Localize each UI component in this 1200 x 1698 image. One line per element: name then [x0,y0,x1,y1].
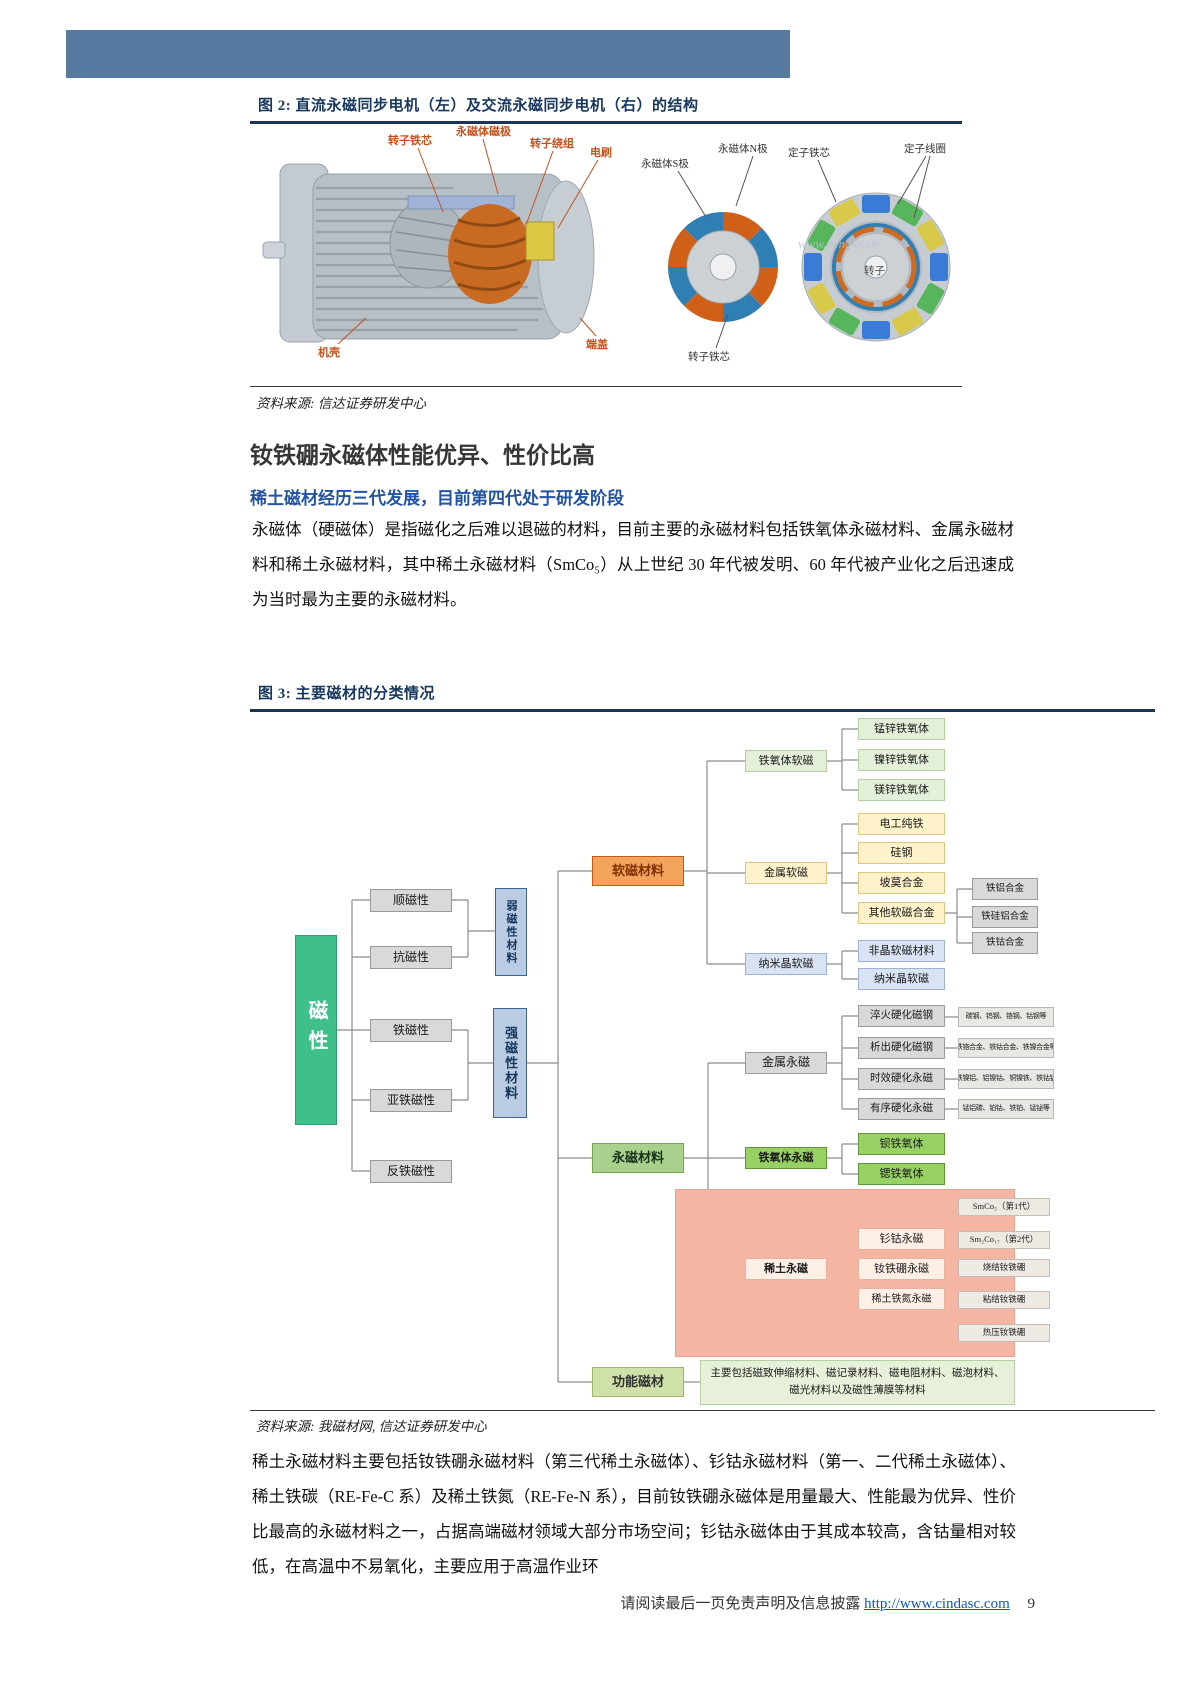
node-smco5-gen1: SmCo₅（第1代） [958,1198,1050,1216]
node-strontium-ferrite: 锶铁氧体 [858,1163,945,1185]
brush-shape [525,221,555,261]
node-magnetism-root: 磁性 [295,935,337,1125]
node-fe-al-alloy: 铁铝合金 [972,878,1038,900]
figure3-source: 资料来源: 我磁材网, 信达证券研发中心 [256,1419,487,1434]
node-quench-hardened-steel: 淬火硬化磁钢 [858,1005,945,1027]
node-fe-co-alloy: 铁钴合金 [972,932,1038,954]
node-mnzn-ferrite: 锰锌铁氧体 [858,718,945,740]
node-ferrite-soft: 铁氧体软磁 [745,750,827,772]
right-leader-lines [677,155,931,349]
node-barium-ferrite: 钡铁氧体 [858,1133,945,1155]
node-amorphous-soft: 非晶软磁材料 [858,940,945,962]
node-sintered-ndfeb: 烧结钕铁硼 [958,1259,1050,1277]
node-aging-examples: 铁镍铝、铝镍钴、铜镍铁、铁钴钒 [958,1069,1054,1089]
winding-strands [453,216,527,292]
figure2-motor-illustration: 转子铁芯 永磁体磁极 转子绕组 电刷 机壳 端盖 [262,124,951,363]
node-nizn-ferrite: 镍锌铁氧体 [858,749,945,771]
node-bonded-ndfeb: 粘结钕铁硼 [958,1291,1050,1309]
left-leader-lines [337,138,599,345]
node-fe-si-al-alloy: 铁硅铝合金 [972,906,1038,928]
footer-disclaimer: 请阅读最后一页免责声明及信息披露 [620,1596,861,1612]
figure3-caption: 图 3: 主要磁材的分类情况 [250,682,1155,712]
node-nanocrystalline-soft: 纳米晶软磁 [745,953,827,975]
figure2-bottom-rule [250,386,962,387]
rotor-winding-shape [448,204,532,304]
s-pole-label: 永磁体S极 [641,157,689,170]
body-paragraph-2: 稀土永磁材料主要包括钕铁硼永磁材料（第三代稀土永磁体）、钐钴永磁材料（第一、二代… [252,1452,1016,1576]
node-ndfeb-permanent: 钕铁硼永磁 [858,1258,945,1280]
node-order-examples: 锰铝碳、铂钴、铁铂、锰铋等 [958,1099,1054,1119]
watermark: www.pengky.cn [798,236,878,251]
node-permanent-magnetic-materials: 永磁材料 [592,1143,684,1173]
node-nanocrystalline-soft-child: 纳米晶软磁 [858,968,945,990]
rotor-core2-label: 转子铁芯 [688,350,730,363]
node-rare-earth-permanent: 稀土永磁 [745,1258,827,1280]
figure2-caption: 图 2: 直流永磁同步电机（左）及交流永磁同步电机（右）的结构 [250,94,962,124]
node-permalloy: 坡莫合金 [858,872,945,894]
n-pole-label: 永磁体N极 [718,142,768,155]
stator-core-label: 定子铁芯 [788,146,830,159]
rotor-core-label: 转子铁芯 [388,133,432,147]
node-quench-examples: 碳钢、钨钢、铬钢、钴钢等 [958,1007,1054,1027]
node-silicon-steel: 硅钢 [858,842,945,864]
node-aging-hardened-magnet: 时效硬化永磁 [858,1068,945,1090]
page-number: 9 [1027,1596,1036,1612]
section-subheading: 稀土磁材经历三代发展，目前第四代处于研发阶段 [250,489,624,508]
brush-label: 电刷 [590,145,612,159]
figure2-source: 资料来源: 信达证券研发中心 [256,396,426,411]
node-precipitation-examples: 铁铬合金、铁钴合金、铁镍合金等 [958,1038,1054,1058]
rotor-winding-label: 转子绕组 [530,136,574,150]
node-strong-magnetic-materials: 强磁性材料 [493,1008,527,1118]
node-other-soft-alloys: 其他软磁合金 [858,902,945,924]
endcover-label: 端盖 [586,337,608,351]
node-sm2co17-gen2: Sm₂Co₁₇（第2代） [958,1231,1050,1249]
header-bar [66,30,790,78]
node-antiferromagnetism: 反铁磁性 [370,1160,452,1183]
magnet-pole-label: 永磁体磁极 [455,124,512,138]
figure3-bottom-rule [250,1410,1155,1411]
node-mgzn-ferrite: 镁锌铁氧体 [858,779,945,801]
page-footer: 请阅读最后一页免责声明及信息披露 http://www.cindasc.com … [400,1592,1035,1613]
node-smco-permanent: 钐钴永磁 [858,1228,945,1250]
rotor-core-hatch [395,216,461,273]
rotor-ring [668,212,778,322]
stator-assembly [801,192,951,342]
motor-shaft [262,241,286,259]
node-ferrite-permanent: 铁氧体永磁 [745,1147,827,1169]
node-functional-description: 主要包括磁致伸缩材料、磁记录材料、磁电阻材料、磁泡材料、磁光材料以及磁性薄膜等材… [700,1360,1015,1405]
node-refen-permanent: 稀土铁氮永磁 [858,1288,945,1310]
node-diamagnetism: 抗磁性 [370,946,452,969]
node-ferrimagnetism: 亚铁磁性 [370,1089,452,1112]
node-soft-magnetic-materials: 软磁材料 [592,856,684,886]
rotor-label: 转子 [864,264,885,277]
node-metal-soft: 金属软磁 [745,862,827,884]
node-electrical-pure-iron: 电工纯铁 [858,813,945,835]
footer-url-link[interactable]: http://www.cindasc.com [864,1596,1010,1612]
node-precipitation-hardened-steel: 析出硬化磁钢 [858,1037,945,1059]
housing-label: 机壳 [318,345,340,359]
node-order-hardened-magnet: 有序硬化永磁 [858,1098,945,1120]
stator-coil-label: 定子线圈 [904,142,946,155]
node-functional-magnetic-materials: 功能磁材 [592,1367,684,1397]
node-metal-permanent: 金属永磁 [745,1052,827,1074]
node-weak-magnetic-materials: 弱磁性材料 [495,888,527,976]
figure3-diagram: 磁性 顺磁性 抗磁性 铁磁性 亚铁磁性 反铁磁性 弱磁性材料 强磁性材料 软磁材… [0,712,1200,1412]
node-hot-pressed-ndfeb: 热压钕铁硼 [958,1324,1050,1342]
node-ferromagnetism: 铁磁性 [370,1019,452,1042]
body-paragraph-1: 永磁体（硬磁体）是指磁化之后难以退磁的材料，目前主要的永磁材料包括铁氧体永磁材料… [252,520,1014,609]
section-heading: 钕铁硼永磁体性能优异、性价比高 [250,442,595,468]
node-paramagnetism: 顺磁性 [370,889,452,912]
